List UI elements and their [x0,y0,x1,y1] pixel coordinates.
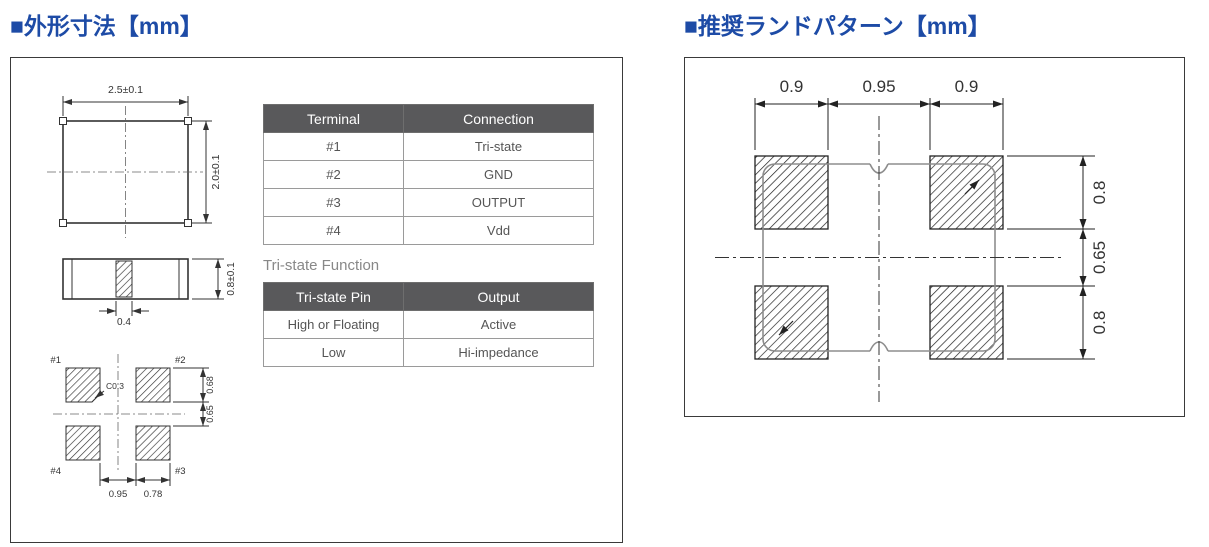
terminal-cell: #3 [263,188,404,217]
top-view [47,96,212,238]
dim-pad-gap: 0.65 [205,405,215,423]
tristate-pin-header-cell: Tri-state Pin [263,282,404,311]
dim-land-gap-horizontal: 0.95 [862,77,895,96]
land-pattern-panel: 0.9 0.95 0.9 0.8 0.65 0.8 [684,57,1185,417]
table-row: #2 GND [263,160,594,189]
output-cell: Active [403,310,594,339]
dim-pad-height: 0.68 [205,376,215,394]
tristate-function-table: Tri-state Pin Output High or Floating Ac… [263,282,594,367]
table-row: #4 Vdd [263,216,594,245]
pin3-label: #3 [175,466,186,477]
connection-cell: OUTPUT [403,188,594,217]
table-header-row: Tri-state Pin Output [263,282,594,311]
tristate-function-title: Tri-state Function [263,257,380,274]
outline-drawing: 2.5±0.1 2.0±0.1 0.4 0.8±0.1 [47,84,237,500]
terminal-cell: #1 [263,132,404,161]
output-header-cell: Output [403,282,594,311]
centerlines [715,116,1065,402]
dim-land-gap-vertical: 0.65 [1090,241,1109,274]
tristate-pin-cell: Low [263,338,404,367]
dim-package-width: 2.5±0.1 [108,84,143,96]
terminal-cell: #4 [263,216,404,245]
horizontal-dimensions [754,98,1004,150]
tables-column: Terminal Connection #1 Tri-state #2 GND … [263,58,613,542]
table-row: #1 Tri-state [263,132,594,161]
table-row: Low Hi-impedance [263,338,594,367]
pin4-label: #4 [50,466,61,477]
dim-chamfer: C0.3 [106,381,124,391]
pin2-label: #2 [175,355,186,366]
connection-cell: Vdd [403,216,594,245]
pin1-label: #1 [50,355,61,366]
terminal-cell: #2 [263,160,404,189]
corner-indicator-arrows [778,179,980,336]
dim-pad-pitch: 0.95 [109,489,128,500]
dim-land-width-right: 0.9 [955,77,979,96]
land-pattern-drawing: 0.9 0.95 0.9 0.8 0.65 0.8 [715,77,1109,402]
dim-land-width-left: 0.9 [780,77,804,96]
dim-package-thickness: 0.8±0.1 [226,262,237,296]
dim-land-height-bottom: 0.8 [1090,311,1109,335]
dim-pad-width: 0.78 [144,489,163,500]
dim-package-height: 2.0±0.1 [210,154,222,189]
heading-land-pattern: ■推奨ランドパターン【mm】 [684,13,991,39]
vertical-dimensions [1007,155,1095,360]
table-row: High or Floating Active [263,310,594,339]
tristate-pin-cell: High or Floating [263,310,404,339]
connection-cell: Tri-state [403,132,594,161]
connection-cell: GND [403,160,594,189]
dim-land-height-top: 0.8 [1090,181,1109,205]
connection-header-cell: Connection [403,104,594,133]
heading-outline-dimensions: ■外形寸法【mm】 [10,13,203,39]
side-view [62,258,224,316]
terminal-header-cell: Terminal [263,104,404,133]
output-cell: Hi-impedance [403,338,594,367]
terminal-connection-table: Terminal Connection #1 Tri-state #2 GND … [263,104,594,245]
outline-panel: 2.5±0.1 2.0±0.1 0.4 0.8±0.1 [10,57,623,543]
bottom-view [53,354,209,486]
table-row: #3 OUTPUT [263,188,594,217]
dim-center-pad-width: 0.4 [117,317,131,328]
table-header-row: Terminal Connection [263,104,594,133]
